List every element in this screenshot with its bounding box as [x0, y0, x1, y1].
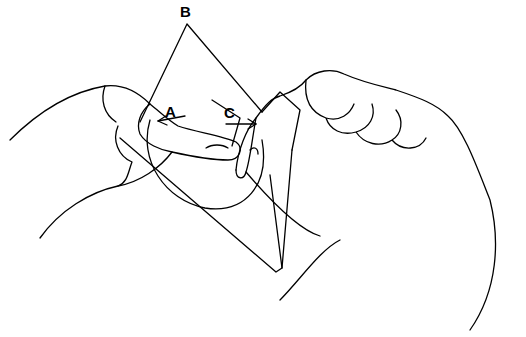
left-thumbnail [206, 145, 228, 148]
right-palm [246, 172, 340, 300]
left-fingers [103, 86, 132, 186]
paper-top-edge [140, 24, 262, 122]
right-fingers [306, 80, 426, 148]
part-label: A [165, 104, 176, 119]
part-label: C [224, 105, 235, 120]
cone-fold [270, 175, 282, 268]
part-label: B [180, 4, 191, 19]
paper-flap-right [262, 92, 300, 150]
right-thumbnail [250, 148, 258, 154]
right-hand [236, 71, 495, 330]
left-hand [10, 86, 240, 238]
